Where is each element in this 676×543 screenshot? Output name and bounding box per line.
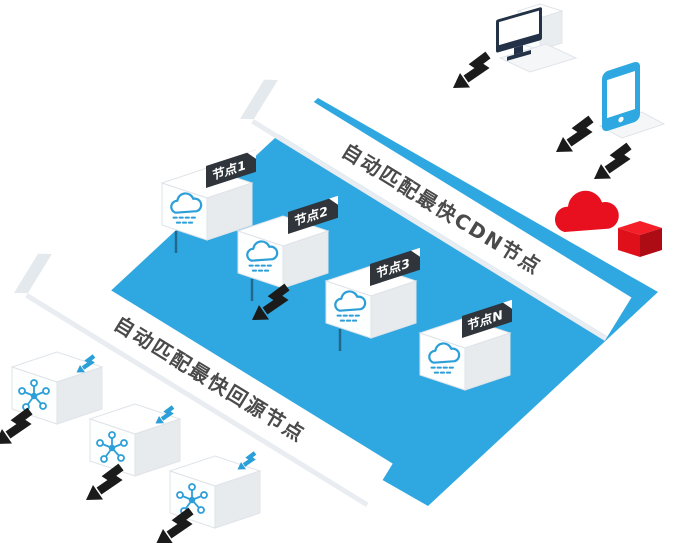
flow-arrow-icon [156,511,191,543]
flow-arrow-icon [594,146,629,179]
flag-fold-icon [503,299,512,309]
banner-origin-face [27,254,393,503]
banner-origin-end-cap [14,253,52,294]
flag-fold-icon [247,149,256,159]
desktop-computer-icon [496,3,578,73]
cdn-node-3 [325,265,417,351]
monitor-screen [499,10,539,46]
monitor-stand [514,45,523,55]
banner-cdn-face [253,80,632,337]
flag-face [288,195,338,234]
flag-face [206,149,256,188]
phone-screen [607,70,635,119]
cdn-node-2 [237,215,329,301]
banner-cdn-end-cap [240,79,278,120]
flow-arrow-icon [0,411,30,444]
smartphone-icon [598,61,666,139]
tower-side [539,10,563,51]
cube-front [618,228,640,257]
flow-arrow-icon [556,119,591,152]
flow-arrow-icon [86,467,121,500]
flag-fold-icon [411,247,420,257]
flag-face [370,247,420,286]
flag-fold-icon [329,195,338,205]
flow-arrow-icon [453,55,488,88]
node-flag-3: 节点3 [370,247,420,286]
monitor-foot [507,49,531,61]
banner-origin-edge [25,293,369,508]
flag-face [462,299,512,338]
red-cube-icon [618,221,662,257]
cdn-node-1 [161,167,253,253]
device-base [498,43,578,73]
phone-home-button [618,116,624,123]
banner-cdn-edge [251,119,608,341]
cube-side [640,228,662,257]
red-cloud-icon [554,190,619,232]
